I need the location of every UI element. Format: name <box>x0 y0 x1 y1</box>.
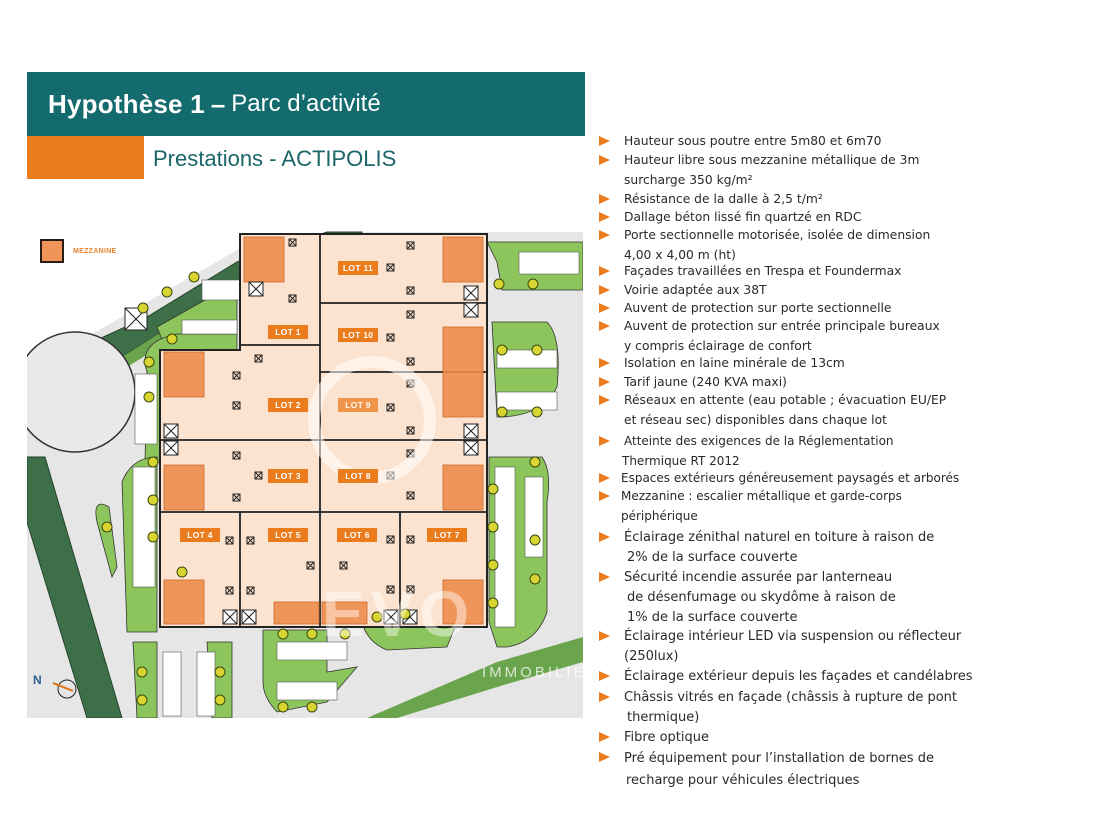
spec-item: Espaces extérieurs généreusement paysagé… <box>597 469 959 489</box>
triangle-bullet-icon <box>599 377 610 387</box>
triangle-bullet-icon <box>599 491 610 501</box>
lot-8-label[interactable]: LOT 8 <box>338 469 378 483</box>
spec-item: Auvent de protection sur entrée principa… <box>597 317 940 356</box>
watermark-text: IMMOBILIER <box>482 664 583 681</box>
triangle-bullet-icon <box>599 358 610 368</box>
spec-item: Éclairage intérieur LED via suspension o… <box>597 627 961 667</box>
lot-11-label[interactable]: LOT 11 <box>338 261 378 275</box>
spec-item: Dallage béton lissé fin quartzé en RDC <box>597 208 861 228</box>
triangle-bullet-icon <box>599 631 610 641</box>
accent-block <box>27 136 144 179</box>
mezzanine-legend-swatch <box>40 239 64 263</box>
spec-item: Tarif jaune (240 KVA maxi) <box>597 373 787 393</box>
triangle-bullet-icon <box>599 230 610 240</box>
spec-item: Réseaux en attente (eau potable ; évacua… <box>597 391 946 430</box>
lot-3-label[interactable]: LOT 3 <box>268 469 308 483</box>
triangle-bullet-icon <box>599 321 610 331</box>
lot-10-label[interactable]: LOT 10 <box>338 328 378 342</box>
spec-item: Voirie adaptée aux 38T <box>597 281 767 301</box>
spec-item: Éclairage extérieur depuis les façades e… <box>597 667 973 687</box>
spec-item: Atteinte des exigences de la Réglementat… <box>597 432 894 471</box>
spec-item: Châssis vitrés en façade (châssis à rupt… <box>597 688 957 728</box>
spec-item: Mezzanine : escalier métallique et garde… <box>597 487 902 526</box>
triangle-bullet-icon <box>599 436 610 446</box>
triangle-bullet-icon <box>599 155 610 165</box>
page-subtitle: Prestations - ACTIPOLIS <box>153 146 397 171</box>
title-activity-park: Parc d’activité <box>231 90 381 117</box>
triangle-bullet-icon <box>599 194 610 204</box>
spec-item: Éclairage zénithal naturel en toiture à … <box>597 528 934 568</box>
site-plan: MEZZANINE LOT 1 LOT 2 LOT 3 LOT 4 LOT 5 … <box>27 222 583 718</box>
triangle-bullet-icon <box>599 285 610 295</box>
spec-item: Auvent de protection sur porte sectionne… <box>597 299 891 319</box>
title-bar: Hypothèse 1 – Parc d’activité <box>27 72 585 136</box>
spec-item: Hauteur libre sous mezzanine métallique … <box>597 151 919 190</box>
spec-item: Hauteur sous poutre entre 5m80 et 6m70 <box>597 132 882 152</box>
watermark-logo: EVO <box>322 578 476 650</box>
triangle-bullet-icon <box>599 532 610 542</box>
spec-item: Isolation en laine minérale de 13cm <box>597 354 845 374</box>
lot-4-label[interactable]: LOT 4 <box>180 528 220 542</box>
north-indicator: N <box>33 673 42 687</box>
triangle-bullet-icon <box>599 395 610 405</box>
triangle-bullet-icon <box>599 671 610 681</box>
mezzanine-legend-label: MEZZANINE <box>73 248 117 255</box>
lot-5-label[interactable]: LOT 5 <box>268 528 308 542</box>
triangle-bullet-icon <box>599 572 610 582</box>
triangle-bullet-icon <box>599 303 610 313</box>
spec-item: Fibre optique <box>597 728 709 748</box>
lot-7-label[interactable]: LOT 7 <box>427 528 467 542</box>
triangle-bullet-icon <box>599 473 610 483</box>
spec-item: Sécurité incendie assurée par lanterneau… <box>597 568 896 628</box>
title-hypothesis: Hypothèse 1 <box>48 88 205 119</box>
lot-6-label[interactable]: LOT 6 <box>337 528 377 542</box>
spec-item: Façades travaillées en Trespa et Founder… <box>597 262 901 282</box>
triangle-bullet-icon <box>599 266 610 276</box>
spec-item: Pré équipement pour l’installation de bo… <box>597 748 934 792</box>
triangle-bullet-icon <box>599 732 610 742</box>
spec-item: Porte sectionnelle motorisée, isolée de … <box>597 226 930 265</box>
triangle-bullet-icon <box>599 136 610 146</box>
lot-2-label[interactable]: LOT 2 <box>268 398 308 412</box>
spec-item: Résistance de la dalle à 2,5 t/m² <box>597 190 823 210</box>
triangle-bullet-icon <box>599 212 610 222</box>
triangle-bullet-icon <box>599 692 610 702</box>
lot-1-label[interactable]: LOT 1 <box>268 325 308 339</box>
triangle-bullet-icon <box>599 752 610 762</box>
title-separator: – <box>210 88 226 119</box>
lot-9-label[interactable]: LOT 9 <box>338 398 378 412</box>
